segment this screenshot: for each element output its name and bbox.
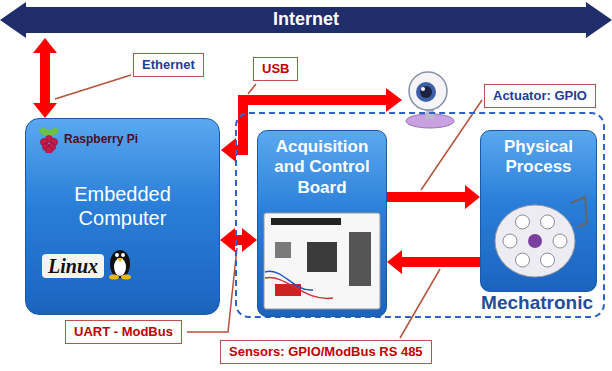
- node-text: Internet: [273, 9, 339, 31]
- network-band: Internet: [0, 2, 612, 38]
- turntable-disc: [495, 205, 575, 277]
- board-chip: [275, 242, 291, 258]
- usb-arrow-head: [386, 88, 402, 112]
- mechatronic-region: Mechatronic Acquisition and Control Board…: [235, 112, 605, 318]
- leader-line: [248, 84, 256, 94]
- penguin-beak: [117, 258, 123, 262]
- node-text: Physical Process: [485, 137, 592, 178]
- logo-berry: [45, 146, 52, 153]
- webcam-highlight: [421, 87, 425, 91]
- process-box: Physical Process: [480, 130, 597, 292]
- leader-line: [55, 75, 131, 99]
- band-arrow: [0, 2, 612, 38]
- board-wire: [265, 278, 333, 299]
- penguin-belly: [114, 258, 126, 276]
- turntable-center: [528, 234, 542, 248]
- leader-line: [400, 269, 440, 338]
- process-picture: [489, 193, 589, 283]
- board-pcb: [264, 213, 380, 309]
- red-arrow: [387, 250, 480, 274]
- penguin-eye: [121, 253, 125, 257]
- node-text: USB: [262, 61, 289, 77]
- board-header: [271, 218, 341, 225]
- callout-label: USB: [253, 57, 298, 81]
- board-picture: [263, 212, 381, 310]
- penguin-body: [110, 250, 130, 278]
- node-text: Linux: [42, 254, 104, 278]
- board-connector: [349, 232, 371, 286]
- penguin-logo: [107, 246, 133, 280]
- webcam-lens-ring: [416, 82, 436, 102]
- process-box: Acquisition and Control Board: [257, 130, 387, 317]
- callout-label: Ethernet: [133, 53, 204, 77]
- callout-label: Actuator: GPIO: [484, 84, 596, 108]
- turntable-slot: [515, 215, 529, 229]
- webcam-icon: [406, 72, 454, 128]
- node-text: UART - ModBus: [74, 324, 173, 340]
- penguin-foot: [109, 275, 119, 280]
- node-text: Mechatronic: [481, 292, 593, 315]
- red-arrow: [33, 38, 57, 118]
- node-text: Acquisition and Control Board: [262, 137, 382, 198]
- webcam-head: [409, 72, 447, 110]
- board-chip: [307, 242, 337, 272]
- turntable-slot: [553, 234, 567, 248]
- red-arrow: [220, 228, 257, 252]
- red-arrow: [387, 185, 480, 209]
- turntable-slot: [503, 234, 517, 248]
- node-text: Embedded Computer: [26, 182, 219, 230]
- callout-label: Sensors: GPIO/ModBus RS 485: [220, 340, 432, 364]
- penguin-eye: [115, 253, 119, 257]
- webcam-lens: [420, 86, 432, 98]
- node-text: Sensors: GPIO/ModBus RS 485: [229, 344, 423, 360]
- board-wire: [265, 271, 313, 290]
- usb-arrow-head: [221, 138, 236, 162]
- callout-label: UART - ModBus: [65, 320, 182, 344]
- node-text: Ethernet: [142, 57, 195, 73]
- embedded-computer-box: Raspberry Pi Embedded ComputerLinux: [25, 118, 220, 315]
- turntable-slot: [540, 253, 554, 267]
- raspberry-logo: [38, 127, 60, 153]
- node-text: Actuator: GPIO: [493, 88, 587, 104]
- penguin-foot: [121, 275, 131, 280]
- turntable-slot: [515, 253, 529, 267]
- node-text: Raspberry Pi: [64, 132, 219, 146]
- turntable-slot: [540, 215, 554, 229]
- process-arm: [571, 197, 587, 227]
